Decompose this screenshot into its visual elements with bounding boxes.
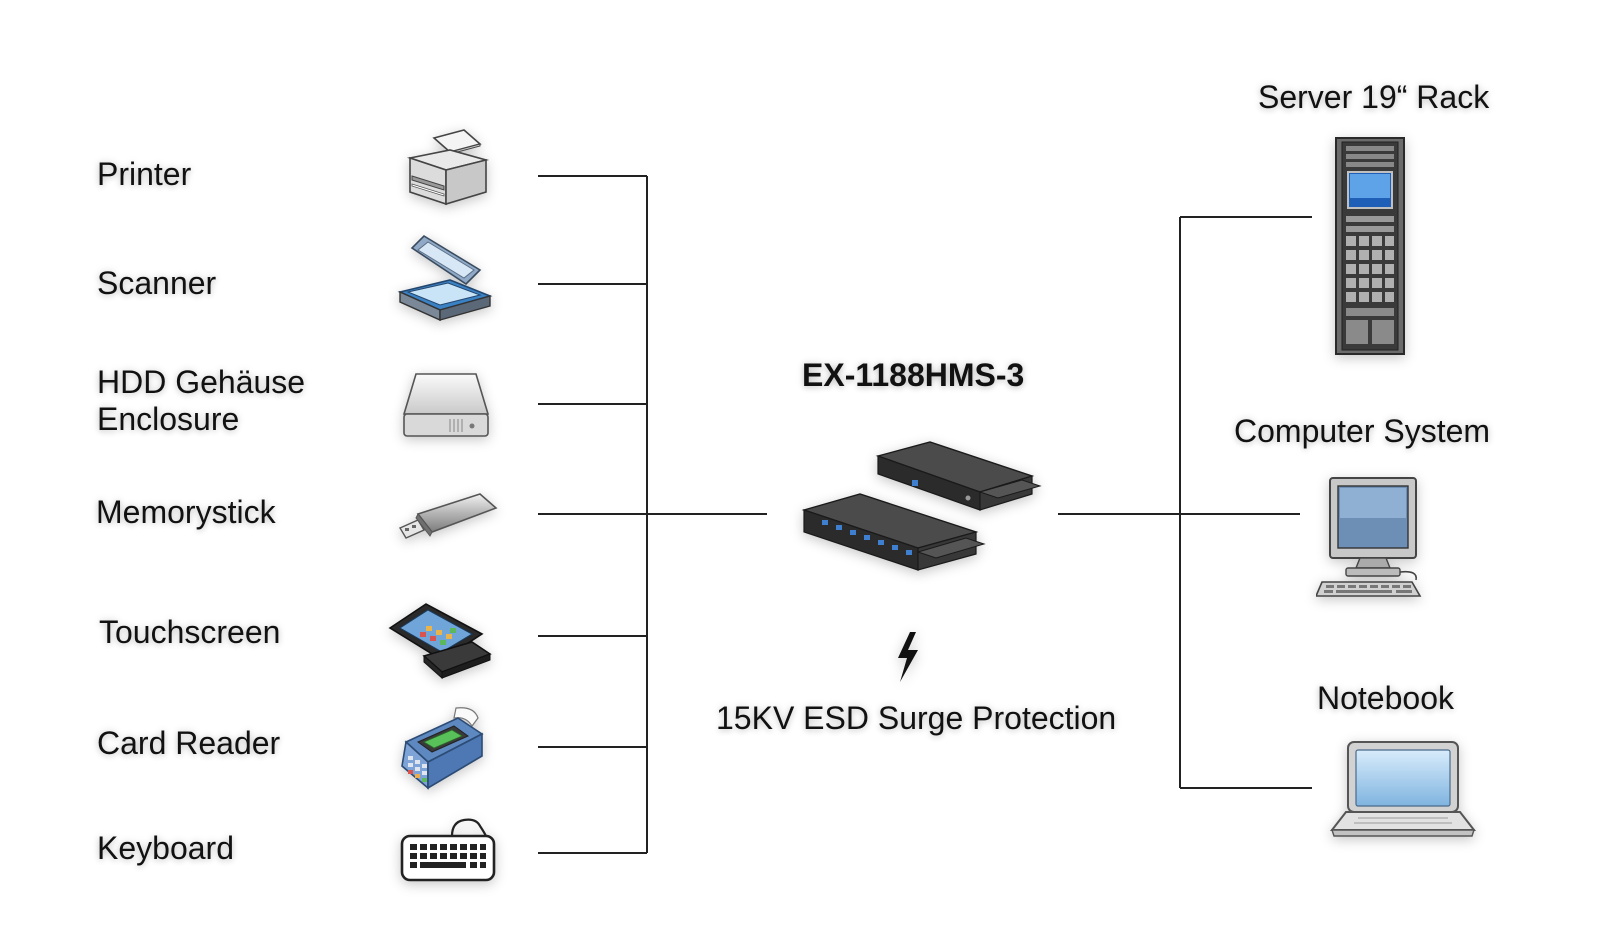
- server-rack-label: Server 19“ Rack: [1258, 79, 1490, 115]
- touchscreen-label: Touchscreen: [99, 614, 281, 650]
- esd-protection-label: 15KV ESD Surge Protection: [716, 700, 1117, 736]
- server-rack-icon: [1335, 137, 1405, 355]
- printer-icon: [406, 129, 490, 206]
- card-reader-label: Card Reader: [97, 725, 281, 761]
- usb-stick-icon: [398, 493, 498, 539]
- lightning-icon: [898, 632, 918, 682]
- scanner-icon: [397, 234, 493, 322]
- hdd-label-line2: Enclosure: [97, 401, 240, 437]
- hdd-enclosure-icon: [402, 373, 490, 437]
- printer-label: Printer: [97, 156, 192, 192]
- scanner-label: Scanner: [97, 265, 217, 301]
- notebook-icon: [1329, 741, 1477, 837]
- desktop-computer-icon: [1316, 477, 1422, 597]
- hub-model-label: EX-1188HMS-3: [802, 357, 1025, 393]
- keyboard-label: Keyboard: [97, 830, 234, 866]
- card-reader-icon: [401, 707, 484, 790]
- keyboard-icon: [400, 818, 496, 882]
- usb-hub-icon: [801, 441, 1042, 571]
- computer-system-label: Computer System: [1234, 413, 1491, 449]
- memorystick-label: Memorystick: [96, 494, 276, 530]
- hdd-label-line1: HDD Gehäuse: [97, 364, 306, 400]
- touchscreen-pos-icon: [388, 603, 492, 680]
- notebook-label: Notebook: [1317, 680, 1454, 716]
